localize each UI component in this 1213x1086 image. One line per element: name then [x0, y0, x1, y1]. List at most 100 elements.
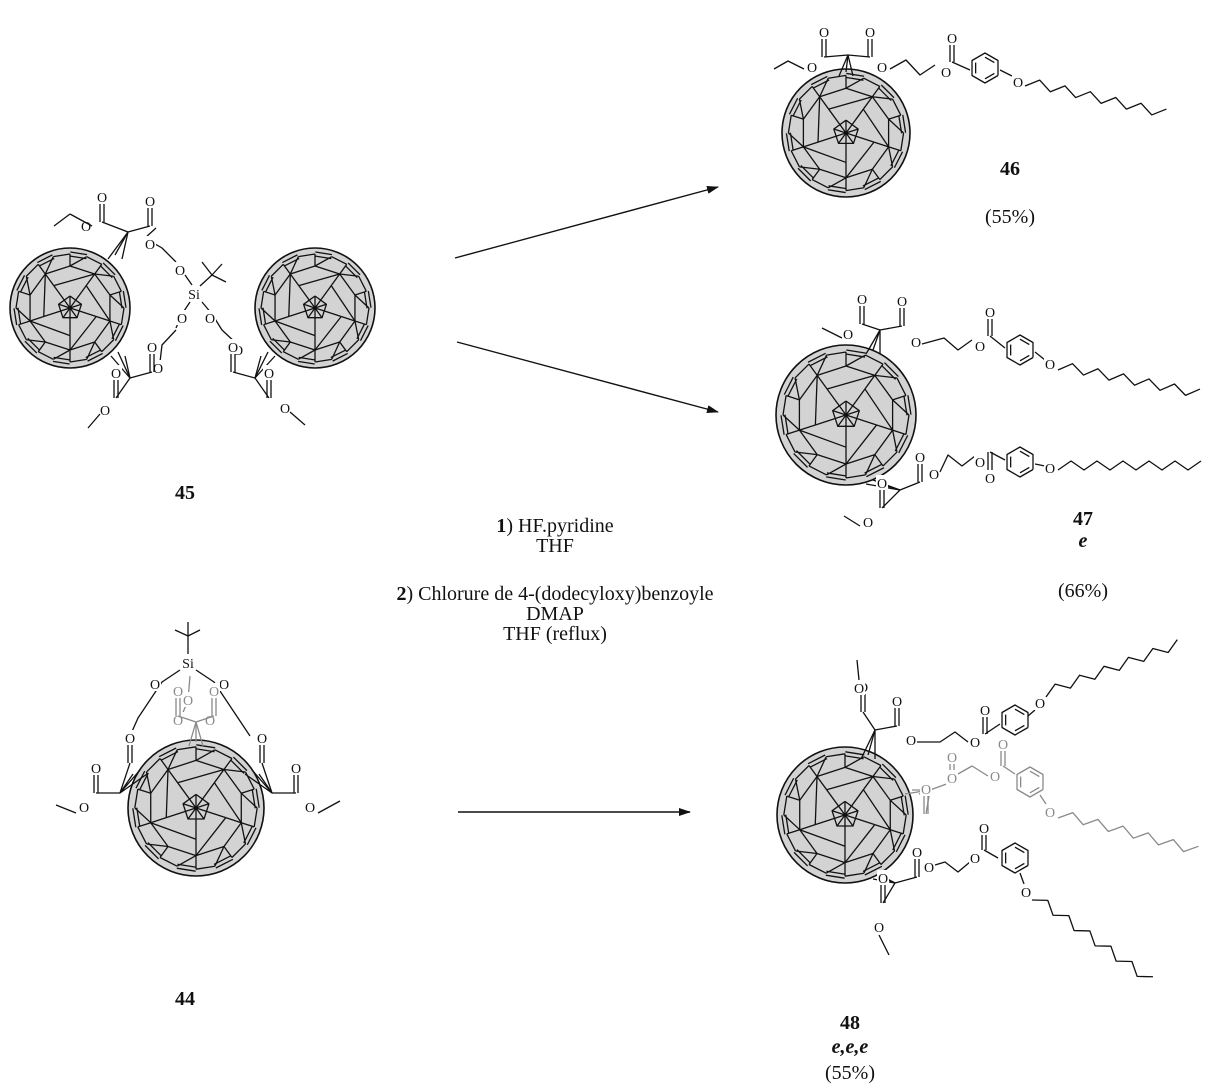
label-compound-45: 45	[175, 482, 195, 504]
oxygen-atom: O	[906, 734, 916, 749]
arrow-to-47	[456, 341, 719, 414]
oxygen-atom: O	[305, 801, 315, 816]
oxygen-atom: O	[91, 762, 101, 777]
oxygen-atom: O	[975, 340, 985, 355]
molecule-46: O O O O O O O	[773, 24, 1167, 198]
oxygen-atom: O	[857, 293, 867, 308]
oxygen-atom: O	[145, 195, 155, 210]
oxygen-atom: O	[924, 861, 934, 876]
label-compound-48: 48	[840, 1012, 860, 1034]
label-compound-46: 46	[1000, 158, 1020, 180]
step2-solvent: THF (reflux)	[503, 623, 607, 645]
oxygen-atom: O	[125, 732, 135, 747]
step1-solvent: THF	[536, 535, 574, 557]
oxygen-atom: O	[912, 846, 922, 861]
oxygen-atom: O	[947, 772, 957, 787]
oxygen-atom: O	[921, 783, 931, 798]
conditions-step1: 1) HF.pyridine	[380, 516, 730, 536]
oxygen-atom: O	[280, 402, 290, 417]
oxygen-atom: O	[100, 404, 110, 419]
silicon-atom: Si	[188, 288, 200, 303]
oxygen-atom: O	[1035, 697, 1045, 712]
oxygen-atom: O	[990, 770, 1000, 785]
oxygen-atom: O	[257, 732, 267, 747]
oxygen-atom: O	[205, 714, 215, 729]
oxygen-atom: O	[947, 32, 957, 47]
oxygen-atom: O	[153, 362, 163, 377]
oxygen-atom: O	[175, 264, 185, 279]
oxygen-atom: O	[1045, 358, 1055, 373]
yield-compound-46: (55%)	[985, 206, 1035, 228]
label-compound-47: 47	[1073, 508, 1093, 530]
fullerene-icon	[776, 746, 914, 884]
oxygen-atom: O	[979, 822, 989, 837]
isomer-compound-48: e,e,e	[831, 1036, 869, 1058]
step1-number: 1	[496, 515, 507, 537]
oxygen-atom: O	[173, 714, 183, 729]
oxygen-atom: O	[173, 685, 183, 700]
oxygen-atom: O	[291, 762, 301, 777]
oxygen-atom: O	[1045, 806, 1055, 821]
oxygen-atom: O	[1013, 76, 1023, 91]
oxygen-atom: O	[81, 220, 91, 235]
oxygen-atom: O	[970, 736, 980, 751]
oxygen-atom: O	[911, 336, 921, 351]
oxygen-atom: O	[1045, 462, 1055, 477]
yield-compound-47: (66%)	[1058, 580, 1108, 602]
oxygen-atom: O	[897, 295, 907, 310]
step1-reagent: ) HF.pyridine	[506, 515, 614, 537]
oxygen-atom: O	[843, 328, 853, 343]
isomer-compound-47: e	[1078, 530, 1088, 552]
oxygen-atom: O	[892, 695, 902, 710]
oxygen-atom: O	[209, 685, 219, 700]
oxygen-atom: O	[985, 306, 995, 321]
oxygen-atom: O	[877, 477, 887, 492]
oxygen-atom: O	[947, 751, 957, 766]
yield-compound-48: (55%)	[825, 1062, 875, 1084]
oxygen-atom: O	[854, 682, 864, 697]
fullerene-icon	[781, 68, 911, 198]
oxygen-atom: O	[863, 516, 873, 531]
fullerene-icon	[127, 739, 265, 877]
oxygen-atom: O	[970, 852, 980, 867]
fullerene-icon	[254, 247, 376, 369]
fullerene-icon	[9, 247, 131, 369]
oxygen-atom: O	[111, 367, 121, 382]
oxygen-atom: O	[177, 312, 187, 327]
silicon-atom: Si	[182, 657, 194, 672]
arrow-to-46	[454, 186, 719, 259]
oxygen-atom: O	[264, 367, 274, 382]
oxygen-atom: O	[998, 738, 1008, 753]
step2-number: 2	[396, 583, 407, 605]
oxygen-atom: O	[1021, 886, 1031, 901]
oxygen-atom: O	[929, 468, 939, 483]
oxygen-atom: O	[874, 921, 884, 936]
oxygen-atom: O	[183, 694, 193, 709]
oxygen-atom: O	[97, 191, 107, 206]
conditions-step2: 2) Chlorure de 4-(dodecyloxy)benzoyle	[345, 584, 765, 604]
oxygen-atom: O	[205, 312, 215, 327]
oxygen-atom: O	[915, 451, 925, 466]
oxygen-atom: O	[980, 704, 990, 719]
oxygen-atom: O	[975, 456, 985, 471]
fullerene-icon	[775, 344, 917, 486]
oxygen-atom: O	[145, 238, 155, 253]
step2-reagent: ) Chlorure de 4-(dodecyloxy)benzoyle	[406, 583, 714, 605]
oxygen-atom: O	[819, 26, 829, 41]
label-compound-44: 44	[175, 988, 195, 1010]
oxygen-atom: O	[79, 801, 89, 816]
oxygen-atom: O	[865, 26, 875, 41]
oxygen-atom: O	[941, 66, 951, 81]
oxygen-atom: O	[878, 872, 888, 887]
oxygen-atom: O	[807, 61, 817, 76]
oxygen-atom: O	[219, 678, 229, 693]
step2-catalyst: DMAP	[526, 603, 584, 625]
oxygen-atom: O	[985, 472, 995, 487]
oxygen-atom: O	[147, 341, 157, 356]
oxygen-atom: O	[877, 61, 887, 76]
